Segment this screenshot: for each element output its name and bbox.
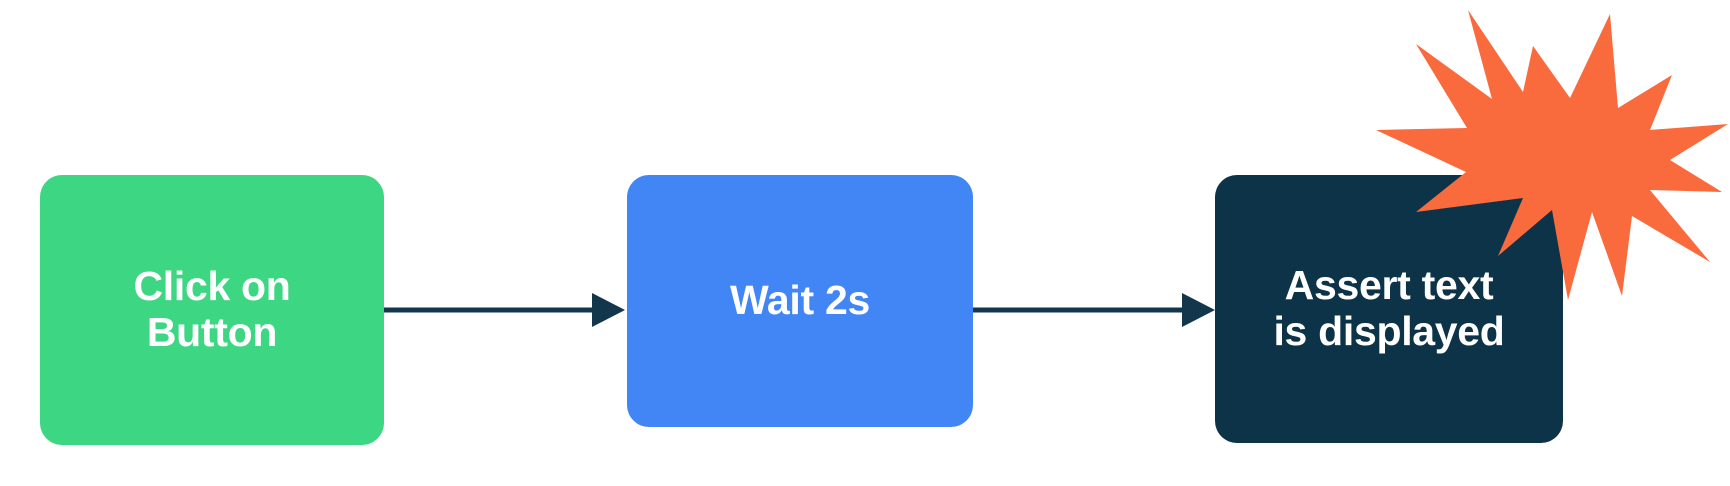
node-wait-2s[interactable]: Wait 2s <box>627 175 973 427</box>
node-click-on-button[interactable]: Click on Button <box>40 175 384 445</box>
connector-wait-to-assert <box>973 293 1215 327</box>
connector-click-to-wait <box>383 293 625 327</box>
node-label: Assert text is displayed <box>1273 262 1505 354</box>
node-assert-text-is-displayed[interactable]: Assert text is displayed <box>1215 175 1563 443</box>
node-label: Click on Button <box>133 263 291 355</box>
arrowhead-icon <box>1182 293 1215 327</box>
node-label: Wait 2s <box>730 277 870 324</box>
arrowhead-icon <box>592 293 625 327</box>
